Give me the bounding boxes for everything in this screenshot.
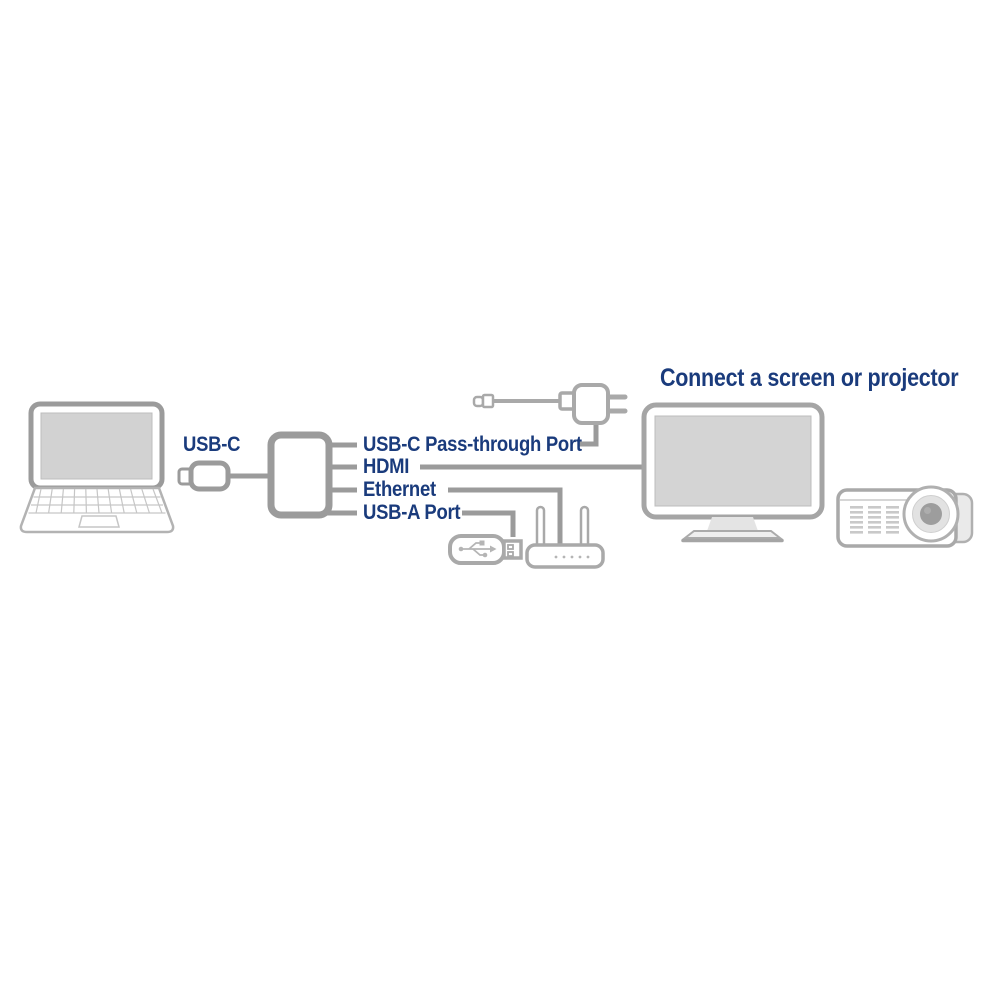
laptop-icon [19, 401, 175, 534]
port-label-usb-a: USB-A Port [363, 501, 461, 524]
port-label-ethernet: Ethernet [363, 478, 436, 501]
projector-vents [850, 506, 899, 534]
usb-c-hub-icon [267, 431, 333, 519]
usb-flash-drive-icon [448, 534, 523, 565]
monitor-screen [654, 415, 812, 507]
router-leds [554, 555, 590, 559]
port-label-usb-c-passthrough: USB-C Pass-through Port [363, 433, 582, 456]
port-connector-lines [326, 424, 646, 544]
diagram-title: Connect a screen or projector [660, 364, 959, 392]
monitor-icon [641, 402, 825, 543]
projector-icon [836, 485, 974, 548]
laptop-screen [40, 412, 153, 480]
usb-trident-icon [458, 540, 497, 558]
monitor-stand-base [682, 530, 783, 539]
projector-lens [902, 485, 960, 543]
laptop-trackpad [78, 515, 120, 528]
passthrough-elbow-line [579, 424, 599, 447]
ethernet-line [448, 487, 563, 544]
port-label-hdmi: HDMI [363, 455, 410, 478]
usb-a-line [462, 510, 516, 537]
monitor-stand-neck [707, 517, 758, 531]
wifi-router-icon [525, 505, 605, 569]
usb-c-source-label: USB-C [183, 433, 241, 456]
usb-c-cable-icon [177, 460, 275, 492]
power-adapter-icon [472, 383, 628, 425]
laptop-keyboard [28, 488, 166, 514]
